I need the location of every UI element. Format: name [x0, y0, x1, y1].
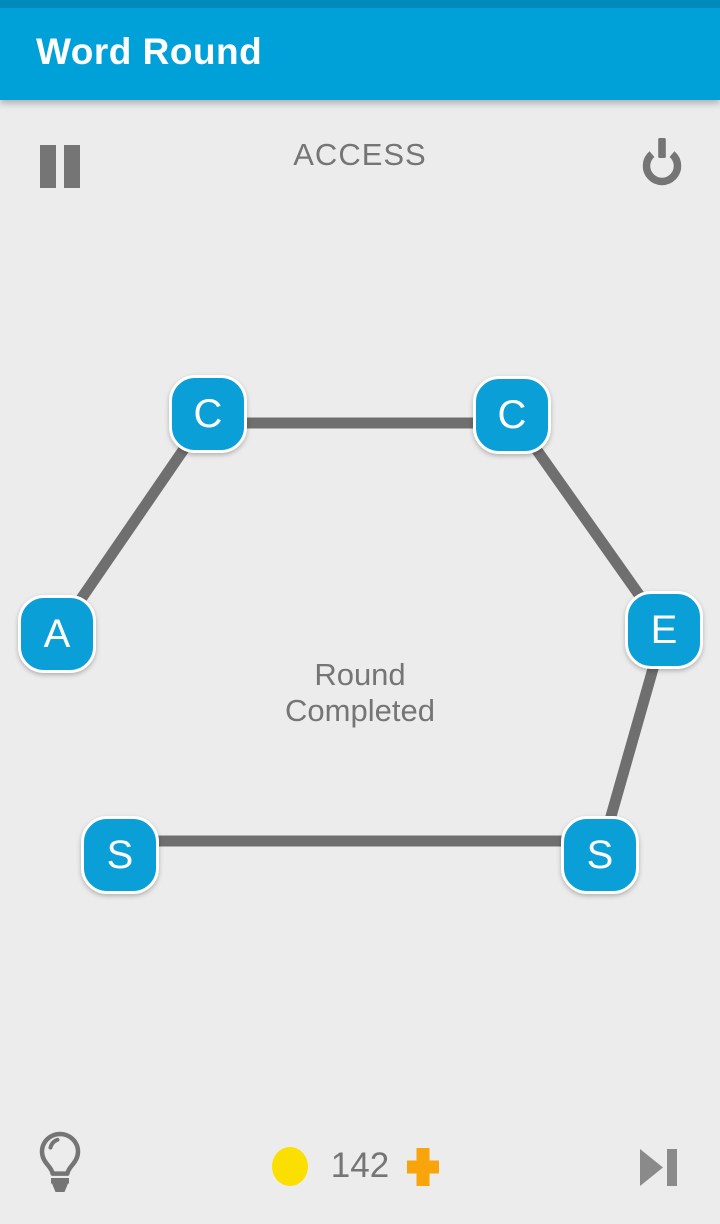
status-bar — [0, 0, 720, 8]
letter-tile-e-middle-right[interactable]: E — [625, 591, 703, 669]
add-coins-button[interactable] — [407, 1148, 439, 1186]
power-icon — [642, 138, 682, 186]
skip-button[interactable] — [640, 1149, 678, 1186]
coin-icon — [272, 1147, 308, 1186]
skip-next-icon — [640, 1149, 677, 1186]
hint-button[interactable] — [36, 1130, 84, 1198]
coin-count: 142 — [330, 1146, 390, 1185]
round-completed-line1: Round — [314, 657, 406, 692]
letter-tile-c-top-left[interactable]: C — [169, 375, 247, 453]
round-completed-message: Round Completed — [0, 657, 720, 729]
current-word-label: ACCESS — [293, 137, 427, 172]
lightbulb-icon — [39, 1131, 81, 1192]
power-button[interactable] — [639, 137, 685, 193]
plus-icon — [407, 1148, 439, 1186]
pause-icon — [40, 145, 56, 188]
pause-button[interactable] — [40, 145, 80, 188]
letter-tile-s-bottom-left[interactable]: S — [81, 816, 159, 894]
app-bar: Word Round — [0, 0, 720, 100]
pause-icon — [64, 145, 80, 188]
round-completed-line2: Completed — [285, 693, 435, 728]
letter-tile-a-middle-left[interactable]: A — [18, 595, 96, 673]
letter-tile-s-bottom-right[interactable]: S — [561, 816, 639, 894]
app-title: Word Round — [36, 31, 263, 72]
letter-tile-c-top-right[interactable]: C — [473, 376, 551, 454]
